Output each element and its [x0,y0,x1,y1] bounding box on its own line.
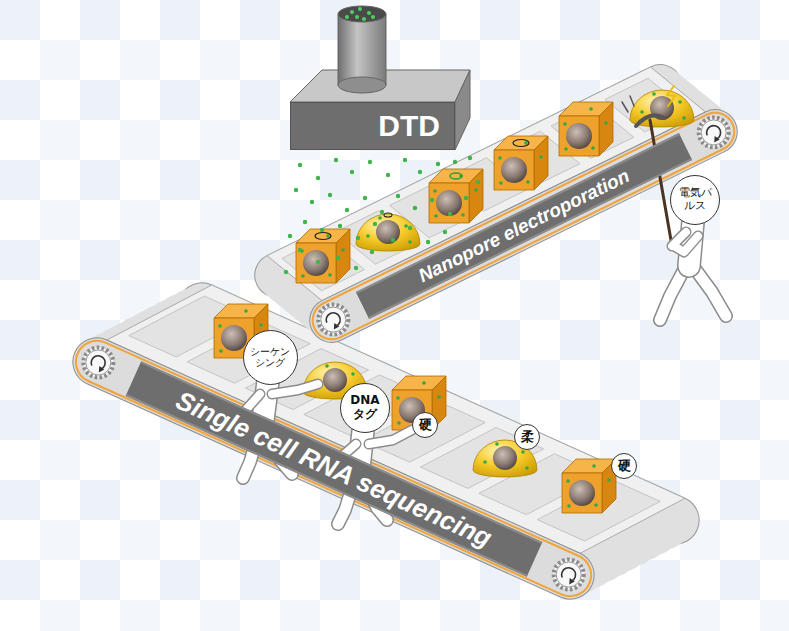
pulse-figure [622,86,726,320]
stiff-cell [562,459,616,513]
hardness-tag: 柔 [514,424,540,450]
upper-conveyor [247,57,744,350]
stiff-cell [296,229,350,283]
head-label: 電気パルス [670,175,720,225]
head-label: DNAタグ [340,383,390,433]
pore [513,140,529,147]
hardness-tag: 硬 [412,412,438,438]
conveyor-band: Single cell RNA sequencing [125,361,542,576]
pore [450,173,462,179]
head-label-text: シーケンシング [249,346,292,369]
head-label-text: 電気パルス [677,187,712,212]
hardness-tag-text: 硬 [618,459,631,474]
belt-top [107,285,685,553]
lower-cells [214,304,616,513]
conveyor-band-text: Nanopore electroporation [414,165,632,287]
conveyor-band: Nanopore electroporation [355,133,691,319]
roller [699,117,729,147]
dtd-apparatus [290,6,470,150]
stiff-cell [429,169,483,223]
stiff-cell [494,136,548,190]
dtd-box-text: DTD [378,109,440,143]
lower-conveyor [65,275,707,607]
hardness-tag-text: 柔 [521,430,534,445]
roller [554,560,584,590]
pore [384,213,392,217]
dtd-box: DTD [290,102,455,150]
head-label: シーケンシング [243,330,298,385]
roller [83,348,113,378]
hardness-tag: 硬 [611,453,637,479]
hardness-tag-text: 硬 [419,418,432,433]
soft-cell [630,90,694,127]
pore [315,233,331,240]
head-label-text: DNAタグ [348,394,382,422]
roller [318,305,348,335]
conveyor-band-text: Single cell RNA sequencing [171,384,496,553]
soft-cell [356,214,420,251]
stiff-cell [559,102,613,156]
